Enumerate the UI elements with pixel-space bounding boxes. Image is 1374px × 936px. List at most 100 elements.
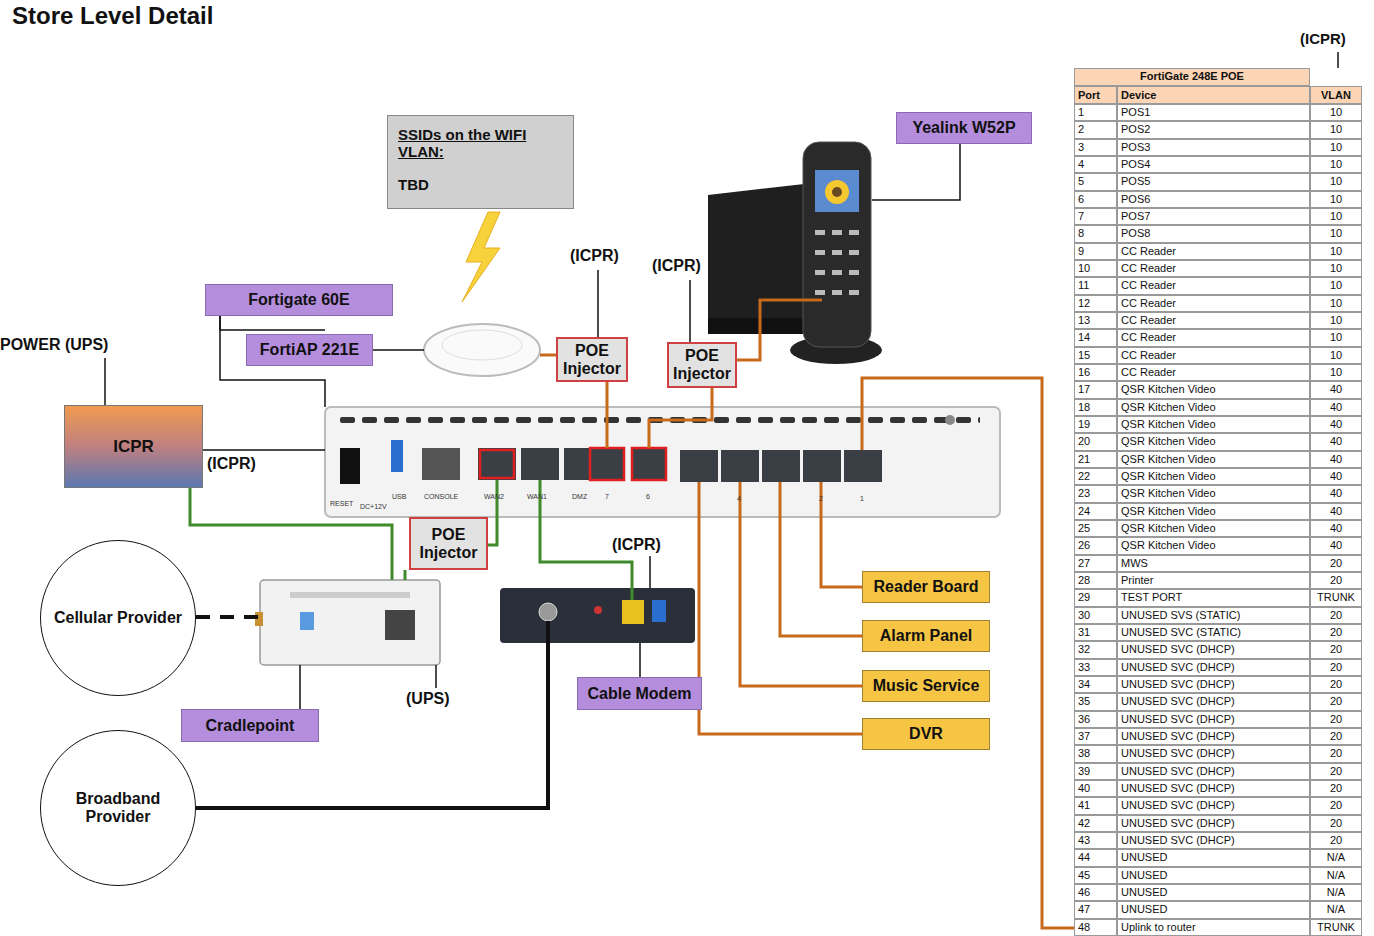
table-cell: 20 (1310, 832, 1362, 849)
table-cell: POS1 (1117, 104, 1310, 121)
table-cell: 22 (1074, 468, 1117, 485)
table-cell: 40 (1310, 537, 1362, 554)
table-cell: 10 (1310, 208, 1362, 225)
table-cell: 30 (1074, 607, 1117, 624)
table-cell: POS8 (1117, 225, 1310, 242)
table-cell: CC Reader (1117, 364, 1310, 381)
table-cell: 10 (1310, 139, 1362, 156)
table-cell: 35 (1074, 693, 1117, 710)
table-cell: 47 (1074, 901, 1117, 918)
table-cell: UNUSED SVC (STATIC) (1117, 624, 1310, 641)
table-cell: 11 (1074, 277, 1117, 294)
node-text: FortiAP 221E (260, 341, 359, 359)
table-cell: UNUSED SVC (DHCP) (1117, 780, 1310, 797)
table-cell: QSR Kitchen Video (1117, 381, 1310, 398)
table-cell: 40 (1310, 468, 1362, 485)
table-cell: QSR Kitchen Video (1117, 520, 1310, 537)
table-cell: POS7 (1117, 208, 1310, 225)
table-cell: 10 (1310, 295, 1362, 312)
node-text: Cellular Provider (54, 609, 182, 627)
table-cell: 20 (1310, 693, 1362, 710)
table-cell: 10 (1310, 329, 1362, 346)
table-cell: 20 (1310, 797, 1362, 814)
node-text: TBD (398, 176, 429, 193)
cable-modem-device (500, 588, 695, 643)
device-label: Cradlepoint (181, 709, 319, 742)
table-cell: 20 (1074, 433, 1117, 450)
table-cell: Uplink to router (1117, 919, 1310, 936)
node-text: ICPR (113, 437, 154, 457)
table-cell: 10 (1310, 121, 1362, 138)
port-label: WAN1 (527, 493, 547, 500)
table-cell: 20 (1310, 780, 1362, 797)
endpoint-box: Reader Board (862, 571, 990, 603)
table-cell: CC Reader (1117, 243, 1310, 260)
table-cell: 10 (1310, 347, 1362, 364)
table-cell: 33 (1074, 659, 1117, 676)
table-cell: UNUSED SVC (DHCP) (1117, 763, 1310, 780)
table-cell: CC Reader (1117, 277, 1310, 294)
poe-injector: POE Injector (409, 517, 488, 570)
table-cell: 20 (1310, 676, 1362, 693)
node-text: Reader Board (874, 578, 979, 596)
table-cell: 27 (1074, 555, 1117, 572)
table-cell: 5 (1074, 173, 1117, 190)
provider-circle: Broadband Provider (40, 730, 196, 886)
port-label: 7 (605, 493, 609, 500)
table-cell: QSR Kitchen Video (1117, 433, 1310, 450)
table-cell: 23 (1074, 485, 1117, 502)
device-label: Yealink W52P (896, 112, 1032, 144)
table-cell: 44 (1074, 849, 1117, 866)
table-cell: 32 (1074, 641, 1117, 658)
table-cell: 3 (1074, 139, 1117, 156)
table-cell: 40 (1310, 503, 1362, 520)
device-label: Cable Modem (577, 677, 702, 710)
table-cell: 10 (1310, 225, 1362, 242)
table-cell: 7 (1074, 208, 1117, 225)
table-cell: 37 (1074, 728, 1117, 745)
callout-label: (UPS) (406, 690, 450, 708)
table-cell: CC Reader (1117, 329, 1310, 346)
table-cell: 19 (1074, 416, 1117, 433)
wifi-bolt (462, 212, 500, 302)
table-cell: TRUNK (1310, 919, 1362, 936)
table-cell: UNUSED SVC (DHCP) (1117, 711, 1310, 728)
port-label: 6 (646, 493, 650, 500)
table-cell: UNUSED SVC (DHCP) (1117, 693, 1310, 710)
endpoint-box: Music Service (862, 670, 990, 702)
table-cell: 40 (1074, 780, 1117, 797)
callout-label: POWER (UPS) (0, 336, 108, 354)
node-text: Alarm Panel (880, 627, 972, 645)
table-cell: 15 (1074, 347, 1117, 364)
table-cell: UNUSED SVC (DHCP) (1117, 659, 1310, 676)
table-cell: 40 (1310, 399, 1362, 416)
node-text: POE Injector (417, 526, 480, 562)
table-cell: 48 (1074, 919, 1117, 936)
table-cell: 21 (1074, 451, 1117, 468)
table-cell: CC Reader (1117, 295, 1310, 312)
table-cell: 24 (1074, 503, 1117, 520)
table-cell: UNUSED (1117, 849, 1310, 866)
table-cell: TRUNK (1310, 589, 1362, 606)
table-cell: 40 (1310, 416, 1362, 433)
table-cell: POS3 (1117, 139, 1310, 156)
table-cell: 16 (1074, 364, 1117, 381)
port-label: RESET (330, 500, 353, 507)
node-text: SSIDs on the WIFI VLAN: (398, 126, 563, 160)
table-cell: QSR Kitchen Video (1117, 399, 1310, 416)
node-text: Broadband Provider (47, 790, 189, 826)
poe-injector: POE Injector (556, 337, 628, 382)
table-cell: POS4 (1117, 156, 1310, 173)
table-cell: 45 (1074, 867, 1117, 884)
table-cell: QSR Kitchen Video (1117, 468, 1310, 485)
table-cell: 12 (1074, 295, 1117, 312)
device-label: Fortigate 60E (205, 284, 393, 316)
table-cell: UNUSED SVC (DHCP) (1117, 745, 1310, 762)
power-box: ICPR (64, 405, 203, 488)
table-cell: 10 (1310, 104, 1362, 121)
table-cell: N/A (1310, 884, 1362, 901)
node-text: POE Injector (673, 347, 731, 383)
diagram-title: Store Level Detail (12, 2, 213, 30)
table-cell: Port (1074, 86, 1117, 104)
table-cell: 36 (1074, 711, 1117, 728)
